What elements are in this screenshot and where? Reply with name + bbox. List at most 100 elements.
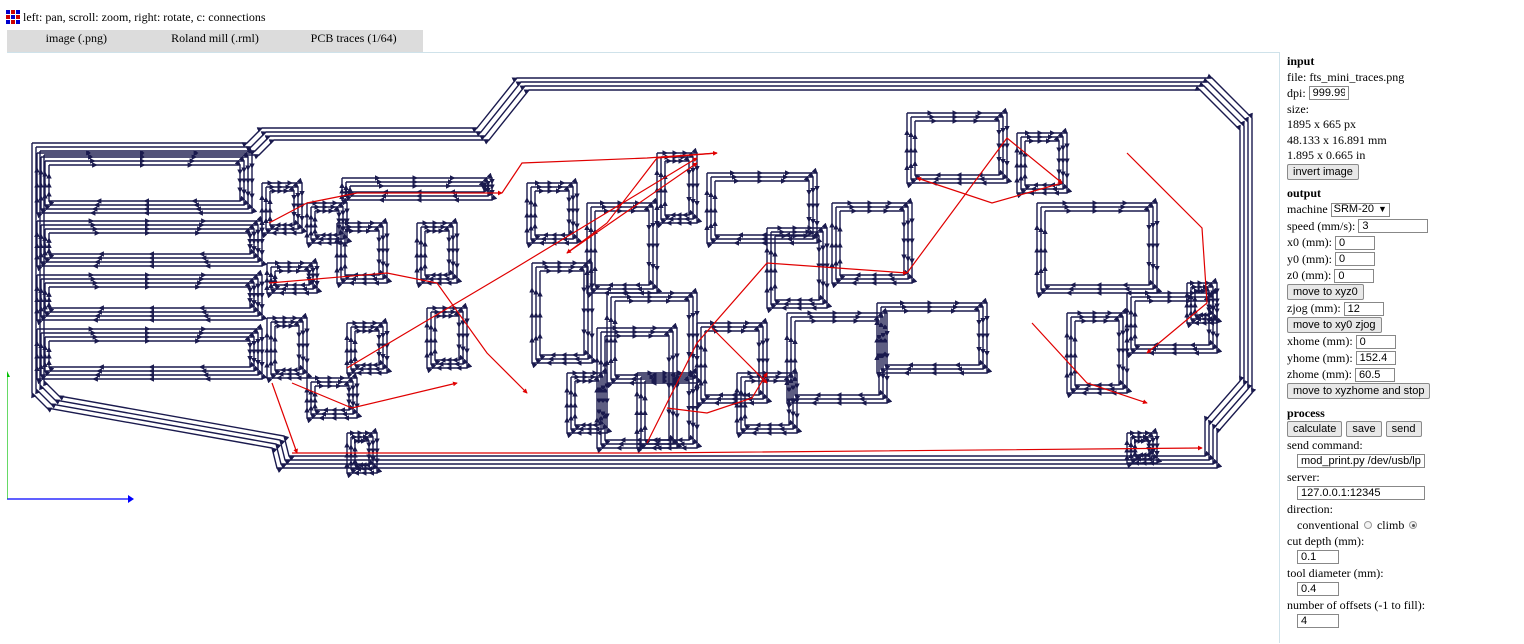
xhome-input[interactable]: [1355, 334, 1396, 349]
toolpath-loop-51: [537, 265, 590, 361]
toolpath-loop-85: [784, 307, 893, 409]
dpi-input[interactable]: [1308, 86, 1349, 101]
toolpath-loop-96: [572, 375, 605, 431]
zjog-input[interactable]: [1343, 301, 1384, 316]
toolpath-loop-82: [1064, 307, 1133, 399]
toolpath-loop-36: [272, 320, 305, 376]
send-command-input[interactable]: [1297, 454, 1425, 469]
toolpath-loop-48: [532, 185, 575, 241]
toolpath-loop-71: [908, 111, 1009, 185]
calculate-button[interactable]: calculate: [1287, 421, 1343, 438]
toolpath-loop-78: [1042, 205, 1155, 291]
tab-pcb-traces[interactable]: PCB traces (1/64): [310, 31, 397, 45]
z0-input[interactable]: [1334, 268, 1375, 283]
invert-image-button[interactable]: invert image: [1287, 163, 1359, 180]
toolpath-loop-33: [272, 265, 315, 291]
tab-image-png[interactable]: image (.png): [45, 31, 107, 45]
toolpath-loop-69: [837, 205, 910, 281]
toolpath-loop-74: [1018, 131, 1069, 195]
machine-select[interactable]: SRM-20▼: [1330, 202, 1390, 217]
speed-label: speed (mm/s):: [1287, 218, 1356, 233]
toolpath-loop-89: [698, 321, 769, 405]
toolpath-loop-13: [38, 327, 264, 381]
offsets-label: number of offsets (-1 to fill):: [1287, 597, 1426, 612]
fab-modules-logo-icon[interactable]: [6, 10, 20, 24]
tool-diameter-label: tool diameter (mm):: [1287, 565, 1384, 580]
toolpath-loop-50: [533, 261, 594, 365]
connection-move-14: [271, 382, 298, 454]
toolpath-loop-24: [347, 180, 490, 198]
save-button[interactable]: save: [1346, 421, 1382, 438]
input-file: file: fts_mini_traces.png: [1287, 69, 1405, 84]
toolpath-loop-54: [592, 205, 655, 291]
move-to-home-button[interactable]: move to xyzhome and stop: [1287, 383, 1431, 400]
send-button[interactable]: send: [1385, 421, 1422, 438]
toolpath-loop-2: [42, 155, 250, 211]
climb-radio[interactable]: [1409, 521, 1418, 530]
module-tabs: image (.png) Roland mill (.rml) PCB trac…: [7, 30, 423, 52]
conventional-label: conventional: [1297, 517, 1359, 532]
toolpath-loop-28: [414, 217, 463, 289]
connection-move-8: [646, 262, 908, 444]
toolpath-loop-9: [38, 273, 264, 322]
connection-move-10: [916, 176, 1063, 204]
toolpath-loop-30: [422, 225, 455, 281]
x0-label: x0 (mm):: [1287, 235, 1332, 249]
connection-move-13: [666, 372, 768, 414]
connection-move-5: [346, 157, 698, 369]
toolpath-loop-21: [312, 205, 345, 241]
input-heading: input: [1287, 54, 1315, 68]
toolpath-loop-11: [46, 281, 256, 314]
move-to-xy0-zjog-button[interactable]: move to xy0 zjog: [1287, 317, 1382, 334]
y0-label: y0 (mm):: [1287, 251, 1332, 266]
conventional-radio[interactable]: [1363, 521, 1372, 530]
toolpath-loop-4: [34, 215, 268, 272]
toolpath-loop-29: [418, 221, 459, 285]
toolpath-canvas[interactable]: [7, 53, 1280, 644]
toolpath-loop-32: [268, 261, 319, 295]
speed-input[interactable]: [1358, 219, 1429, 234]
toolpath-loop-70: [904, 107, 1013, 189]
size-mm: 48.133 x 16.891 mm: [1287, 132, 1387, 147]
send-command-label: send command:: [1287, 437, 1363, 452]
toolpath-loop-105: [882, 305, 985, 371]
output-heading: output: [1287, 186, 1322, 200]
x0-input[interactable]: [1335, 235, 1375, 250]
toolpath-loop-58: [654, 147, 703, 229]
machine-value: SRM-20: [1333, 203, 1374, 215]
size-in: 1.895 x 0.665 in: [1287, 148, 1366, 162]
toolpath-loop-60: [662, 155, 695, 221]
server-label: server:: [1287, 469, 1320, 484]
settings-panel: input file: fts_mini_traces.png dpi: siz…: [1287, 54, 1522, 630]
toolpath-loop-72: [912, 115, 1005, 181]
connection-move-6: [291, 381, 458, 409]
offsets-input[interactable]: [1297, 614, 1339, 629]
toolpath-loop-104: [878, 301, 989, 375]
toolpath-loop-62: [708, 171, 819, 245]
toolpath-loop-108: [352, 435, 375, 471]
y0-input[interactable]: [1335, 252, 1375, 267]
toolpath-loop-34: [264, 312, 313, 384]
connection-move-2: [566, 152, 718, 254]
toolpath-loop-52: [584, 197, 663, 299]
toolpath-loop-87: [792, 315, 885, 401]
toolpath-loop-66: [772, 230, 825, 306]
tool-diameter-input[interactable]: [1297, 582, 1339, 597]
toolpath-loop-90: [702, 325, 765, 401]
toolpath-loop-5: [38, 219, 264, 268]
connection-move-7: [292, 445, 1203, 454]
move-to-xyz0-button[interactable]: move to xyz0: [1287, 284, 1364, 301]
header-bar: left: pan, scroll: zoom, right: rotate, …: [6, 9, 266, 25]
cut-depth-input[interactable]: [1297, 550, 1339, 565]
direction-label: direction:: [1287, 501, 1333, 516]
zhome-input[interactable]: [1354, 367, 1395, 382]
toolpath-loop-86: [788, 311, 889, 405]
yhome-input[interactable]: [1355, 351, 1396, 366]
tab-roland-mill[interactable]: Roland mill (.rml): [171, 31, 259, 45]
toolpath-viewport[interactable]: [7, 52, 1280, 643]
toolpath-loop-63: [712, 175, 815, 241]
cut-depth-label: cut depth (mm):: [1287, 533, 1365, 548]
server-input[interactable]: [1297, 486, 1425, 501]
dpi-label: dpi:: [1287, 85, 1306, 100]
toolpath-loop-47: [528, 181, 579, 245]
